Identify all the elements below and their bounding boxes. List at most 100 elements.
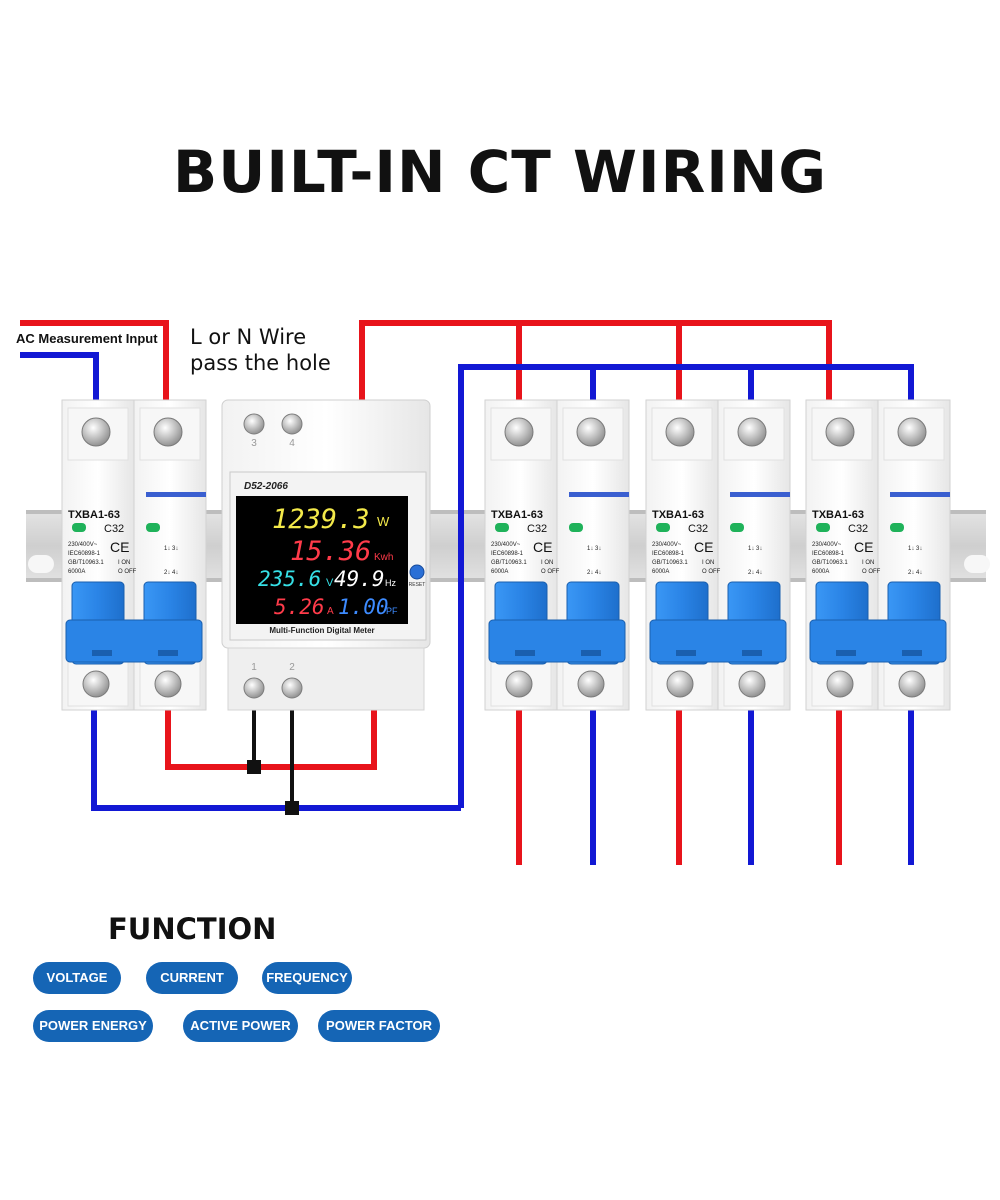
branch-breaker-1-capacity: 6000A: [491, 569, 508, 575]
branch-breaker-2-screw-top-2: [737, 417, 767, 447]
branch-breaker-2-voltage: 230/400V~: [652, 542, 682, 548]
branch-breaker-3-handle-bar[interactable]: [809, 619, 947, 663]
branch-breaker-1-handle-slot-2: [581, 650, 601, 656]
branch-breaker-3-status-led-2: [890, 523, 904, 532]
digital-meter: 3 4 D52-2066 1239.3 W 15.36 Kwh 235.6 V …: [221, 399, 431, 711]
branch-breaker-2-handle-slot-1: [676, 650, 696, 656]
wire-instruction-line-2: pass the hole: [190, 351, 331, 375]
branch-breaker-1-on-label: I ON: [541, 560, 553, 566]
branch-breaker-2-off-label: O OFF: [702, 569, 721, 575]
branch-breaker-2-ce-mark: CE: [694, 539, 713, 555]
branch-breaker-2: TXBA1-63C32230/400V~IEC60898-1GB/T10963.…: [645, 399, 791, 711]
branch-breaker-1-ce-mark: CE: [533, 539, 552, 555]
branch-breaker-3-screw-bottom-2: [898, 670, 926, 698]
meter-frequency-unit: Hz: [385, 578, 396, 588]
meter-energy-unit: Kwh: [374, 552, 393, 563]
main-breaker-rating: C32: [104, 523, 124, 535]
main-breaker-status-led-1: [72, 523, 86, 532]
main-breaker-handle-slot-1: [92, 650, 112, 656]
branch-breaker-3-standard1: IEC60898-1: [812, 551, 845, 557]
meter-terminal-bottom-2: 2: [289, 662, 295, 673]
main-breaker-voltage: 230/400V~: [68, 542, 98, 548]
main-breaker-terminal-top: 1↓ 3↓: [164, 546, 178, 552]
branch-breaker-2-terminal-top: 1↓ 3↓: [748, 546, 762, 552]
meter-terminal-bottom-1: 1: [251, 662, 257, 673]
branch-breaker-3-terminal-bottom: 2↓ 4↓: [908, 570, 922, 576]
main-breaker-handle-slot-2: [158, 650, 178, 656]
main-breaker: TXBA1-63C32230/400V~IEC60898-1GB/T10963.…: [61, 399, 207, 711]
main-breaker-standard2: GB/T10963.1: [68, 560, 104, 566]
wire-instruction-line-1: L or N Wire: [190, 325, 307, 349]
main-breaker-handle-bar[interactable]: [65, 619, 203, 663]
branch-breaker-3-standard2: GB/T10963.1: [812, 560, 848, 566]
function-pill-power-energy: POWER ENERGY: [33, 1010, 153, 1042]
branch-breaker-1-status-led-2: [569, 523, 583, 532]
branch-breaker-2-standard2: GB/T10963.1: [652, 560, 688, 566]
branch-breaker-2-screw-bottom-1: [666, 670, 694, 698]
ac-measurement-input-label: AC Measurement Input: [16, 331, 158, 346]
meter-sense-wires: [247, 698, 299, 815]
meter-power-value: 1239.3: [272, 504, 370, 535]
branch-breaker-3-screw-bottom-1: [826, 670, 854, 698]
branch-breaker-3-on-label: I ON: [862, 560, 874, 566]
meter-lcd: [236, 496, 408, 624]
branch-breaker-1-rating: C32: [527, 523, 547, 535]
branch-breaker-1-voltage: 230/400V~: [491, 542, 521, 548]
red-wires: [20, 320, 842, 865]
function-heading: FUNCTION: [108, 912, 277, 946]
branch-breaker-2-rating: C32: [688, 523, 708, 535]
branch-breaker-3-rating: C32: [848, 523, 868, 535]
meter-voltage-unit: V: [326, 577, 334, 589]
branch-breaker-3-blue-stripe: [890, 492, 950, 497]
branch-breaker-3-ce-mark: CE: [854, 539, 873, 555]
branch-breaker-3-handle-slot-2: [902, 650, 922, 656]
branch-breaker-2-standard1: IEC60898-1: [652, 551, 685, 557]
branch-breaker-3-handle-slot-1: [836, 650, 856, 656]
function-pill-voltage: VOLTAGE: [33, 962, 121, 994]
main-breaker-screw-top-2: [153, 417, 183, 447]
wire-instruction-label: L or N Wire pass the hole: [190, 324, 331, 376]
meter-energy-value: 15.36: [290, 536, 371, 567]
branch-breaker-2-terminal-bottom: 2↓ 4↓: [748, 570, 762, 576]
page-title: BUILT-IN CT WIRING: [173, 138, 827, 206]
main-breaker-standard1: IEC60898-1: [68, 551, 101, 557]
branch-breaker-3-capacity: 6000A: [812, 569, 829, 575]
branch-breaker-2-handle-bar[interactable]: [649, 619, 787, 663]
main-breaker-capacity: 6000A: [68, 569, 85, 575]
meter-caption: Multi-Function Digital Meter: [269, 626, 374, 635]
branch-breaker-1-terminal-bottom: 2↓ 4↓: [587, 570, 601, 576]
reset-label: RESET: [409, 582, 426, 588]
branch-breaker-1-standard2: GB/T10963.1: [491, 560, 527, 566]
branch-breaker-1-screw-bottom-1: [505, 670, 533, 698]
main-breaker-on-label: I ON: [118, 560, 130, 566]
main-breaker-off-label: O OFF: [118, 569, 137, 575]
branch-breaker-1-standard1: IEC60898-1: [491, 551, 524, 557]
main-breaker-terminal-bottom-2: [139, 661, 201, 707]
meter-frequency-value: 49.9: [334, 567, 385, 591]
branch-breaker-2-status-led-2: [730, 523, 744, 532]
meter-terminal-top-1: 3: [251, 438, 257, 449]
meter-model: D52-2066: [244, 481, 288, 492]
branch-breaker-2-blue-stripe: [730, 492, 790, 497]
branch-breaker-1-handle-slot-1: [515, 650, 535, 656]
main-breaker-blue-stripe: [146, 492, 206, 497]
branch-breaker-1-blue-stripe: [569, 492, 629, 497]
main-breaker-terminal-bottom: 2↓ 4↓: [164, 570, 178, 576]
branch-breaker-1-screw-top-2: [576, 417, 606, 447]
branch-breaker-2-on-label: I ON: [702, 560, 714, 566]
branch-breaker-2-terminal-top-2: [723, 407, 785, 461]
branch-breaker-2-screw-bottom-2: [738, 670, 766, 698]
branch-breaker-3-screw-top-1: [825, 417, 855, 447]
main-breaker-status-led-2: [146, 523, 160, 532]
function-pill-frequency: FREQUENCY: [262, 962, 352, 994]
branch-breaker-3-voltage: 230/400V~: [812, 542, 842, 548]
main-breaker-screw-bottom-2: [154, 670, 182, 698]
branch-breaker-1-model: TXBA1-63: [491, 509, 543, 521]
reset-button[interactable]: [409, 564, 425, 580]
branch-breaker-1-screw-top-1: [504, 417, 534, 447]
meter-pf-unit: PF: [386, 606, 398, 616]
meter-power-unit: W: [377, 514, 390, 529]
branch-breaker-1-handle-bar[interactable]: [488, 619, 626, 663]
